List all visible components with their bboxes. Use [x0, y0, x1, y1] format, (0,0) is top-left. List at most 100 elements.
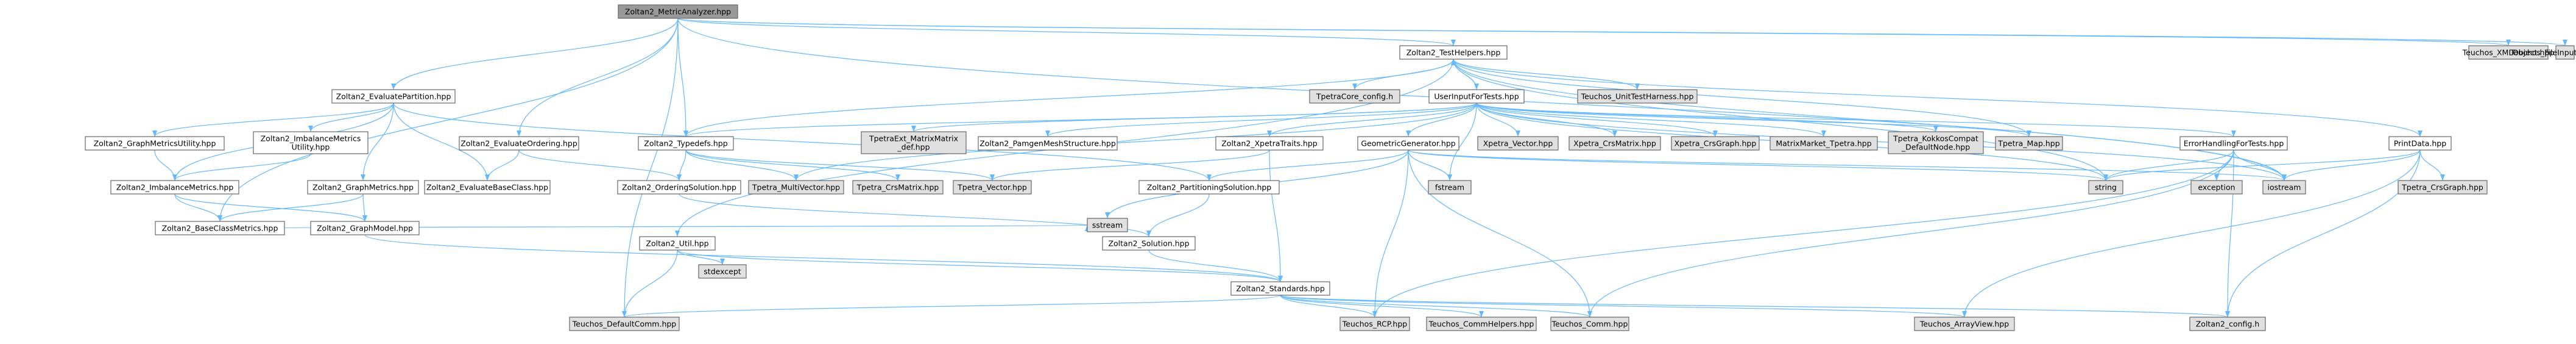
- edge-typedefs-to-tpetravec: [685, 149, 995, 181]
- node-label-imbmetrics: Zoltan2_ImbalanceMetrics.hpp: [116, 183, 234, 192]
- node-box-evalorder: [459, 136, 579, 151]
- edge-imu-to-imbmetrics: [172, 153, 311, 181]
- node-box-typedefs: [638, 136, 734, 151]
- node-stdexcept: stdexcept: [698, 264, 747, 279]
- node-box-util: [639, 236, 716, 251]
- edge-geomgen-to-iostream: [1408, 149, 2287, 181]
- node-box-commhelpers: [1426, 317, 1537, 331]
- node-box-tpetravec: [953, 180, 1032, 195]
- node-root[interactable]: Zoltan2_MetricAnalyzer.hpp: [618, 4, 738, 19]
- node-evalpart[interactable]: Zoltan2_EvaluatePartition.hpp: [331, 89, 456, 104]
- node-box-tpetrakk: [1888, 131, 1984, 154]
- edge-userinput-to-pamgen: [1045, 102, 1477, 137]
- edge-userinput-to-geomgen: [1406, 102, 1477, 137]
- node-ordersol[interactable]: Zoltan2_OrderingSolution.hpp: [617, 180, 741, 195]
- edge-printdata-to-string: [2103, 149, 2421, 181]
- edge-root-to-testhelpers: [677, 18, 1456, 46]
- node-label-stdexcept: stdexcept: [704, 267, 741, 276]
- edge-userinput-to-xpetracrsg: [1476, 102, 1718, 137]
- edge-geomgen-to-fstream: [1408, 149, 1452, 181]
- node-box-solution: [1102, 236, 1196, 251]
- edge-root-to-typedefs: [677, 18, 688, 137]
- node-tpetrakk: Tpetra_KokkosCompat_DefaultNode.hpp: [1888, 131, 1984, 154]
- node-string: string: [2088, 180, 2123, 195]
- edge-standards-to-defcomm: [622, 295, 1281, 318]
- node-label-tpetramv: Tpetra_MultiVector.hpp: [752, 183, 840, 192]
- node-evalbase[interactable]: Zoltan2_EvaluateBaseClass.hpp: [424, 180, 551, 195]
- node-printdata[interactable]: PrintData.hpp: [2388, 136, 2452, 151]
- node-fstream: fstream: [1428, 180, 1472, 195]
- node-label-arrayview: Teuchos_ArrayView.hpp: [1919, 320, 2009, 329]
- node-userinput[interactable]: UserInputForTests.hpp: [1428, 89, 1525, 104]
- node-label-tpetravec: Tpetra_Vector.hpp: [957, 183, 1027, 192]
- node-label-tpetramap: Tpetra_Map.hpp: [1997, 139, 2059, 148]
- edge-standards-to-commhelpers: [1280, 295, 1484, 318]
- edge-root-to-basemetrics: [217, 18, 679, 222]
- node-label-solution: Zoltan2_Solution.hpp: [1108, 239, 1189, 248]
- node-box-geomgen: [1357, 136, 1459, 151]
- node-gmu[interactable]: Zoltan2_GraphMetricsUtility.hpp: [85, 136, 225, 151]
- node-label-standards: Zoltan2_Standards.hpp: [1236, 284, 1325, 293]
- edge-solution-to-standards: [1148, 249, 1283, 282]
- edge-evalorder-to-evalbase: [485, 149, 520, 181]
- node-standards[interactable]: Zoltan2_Standards.hpp: [1230, 281, 1330, 296]
- node-label-tpetraext: TpetraExt_MatrixMatrix: [869, 134, 958, 143]
- edge-root-to-defcomm: [622, 18, 679, 318]
- node-label-sstream: sstream: [1092, 221, 1123, 230]
- node-box-graphmetrics: [307, 180, 419, 195]
- edge-evalpart-to-imu: [308, 102, 394, 132]
- node-graphmetrics[interactable]: Zoltan2_GraphMetrics.hpp: [307, 180, 419, 195]
- edge-userinput-to-errhandling: [1476, 102, 2236, 137]
- node-tpetracrsm: Tpetra_CrsMatrix.hpp: [852, 180, 944, 195]
- edge-evalpart-to-gmu: [152, 102, 394, 137]
- edge-xpetratraits-to-standards: [1269, 149, 1283, 282]
- node-solution[interactable]: Zoltan2_Solution.hpp: [1102, 236, 1196, 251]
- edge-evalpart-to-graphmetrics: [361, 102, 394, 181]
- node-geomgen[interactable]: GeometricGenerator.hpp: [1357, 136, 1459, 151]
- edge-root-to-evalorder: [517, 18, 679, 137]
- edge-errhandling-to-string: [2103, 149, 2234, 181]
- node-sstream: sstream: [1087, 218, 1128, 232]
- edge-root-to-teuchos_fis: [677, 18, 2567, 46]
- node-box-mmtpetra: [1770, 136, 1878, 151]
- node-label-tpetracrsm: Tpetra_CrsMatrix.hpp: [856, 183, 939, 192]
- node-basemetrics[interactable]: Zoltan2_BaseClassMetrics.hpp: [155, 221, 285, 235]
- node-xpetratraits[interactable]: Zoltan2_XpetraTraits.hpp: [1215, 136, 1324, 151]
- edge-testhelpers-to-typedefs: [683, 59, 1454, 137]
- node-errhandling[interactable]: ErrorHandlingForTests.hpp: [2179, 136, 2288, 151]
- edge-standards-to-rcp: [1280, 295, 1377, 318]
- node-label-string: string: [2095, 183, 2117, 192]
- node-label-teuchos_fis: Teuchos_FileInputSource.hpp: [2510, 48, 2576, 57]
- edge-imbmetrics-to-graphmodel: [174, 193, 367, 222]
- node-imbmetrics[interactable]: Zoltan2_ImbalanceMetrics.hpp: [110, 180, 239, 195]
- node-box-xpetravec: [1477, 136, 1559, 151]
- node-box-imu: [253, 131, 369, 154]
- node-box-iostream: [2262, 180, 2306, 195]
- node-graphmodel[interactable]: Zoltan2_GraphModel.hpp: [310, 221, 420, 235]
- node-pamgen[interactable]: Zoltan2_PamgenMeshStructure.hpp: [978, 136, 1118, 151]
- node-box-comm: [1550, 317, 1629, 331]
- node-label-xpetravec: Xpetra_Vector.hpp: [1483, 139, 1553, 148]
- edge-util-to-defcomm: [622, 249, 678, 318]
- node-testhelpers[interactable]: Zoltan2_TestHelpers.hpp: [1399, 45, 1508, 60]
- edge-userinput-to-tpetrakk: [1476, 102, 1938, 132]
- node-partsol[interactable]: Zoltan2_PartitioningSolution.hpp: [1138, 180, 1280, 195]
- edge-userinput-to-xpetratraits: [1267, 102, 1477, 137]
- edge-evalorder-to-ordersol: [518, 149, 682, 181]
- node-box-printdata: [2388, 136, 2452, 151]
- node-label-xpetracrsg: Xpetra_CrsGraph.hpp: [1674, 139, 1757, 148]
- node-arrayview: Teuchos_ArrayView.hpp: [1914, 317, 2015, 331]
- node-evalorder[interactable]: Zoltan2_EvaluateOrdering.hpp: [459, 136, 579, 151]
- node-label-printdata: PrintData.hpp: [2394, 139, 2446, 148]
- edge-printdata-to-tpetracrsg: [2419, 149, 2445, 181]
- node-util[interactable]: Zoltan2_Util.hpp: [639, 236, 716, 251]
- node-box-xpetratraits: [1215, 136, 1324, 151]
- node-box-defcomm: [569, 317, 680, 331]
- node-label-geomgen: GeometricGenerator.hpp: [1361, 139, 1455, 148]
- node-label-root: Zoltan2_MetricAnalyzer.hpp: [625, 7, 731, 16]
- node-label-rcp: Teuchos_RCP.hpp: [1342, 320, 1408, 329]
- edge-userinput-to-iostream: [1476, 102, 2287, 181]
- node-typedefs[interactable]: Zoltan2_Typedefs.hpp: [638, 136, 734, 151]
- node-tpetramap: Tpetra_Map.hpp: [1995, 136, 2063, 151]
